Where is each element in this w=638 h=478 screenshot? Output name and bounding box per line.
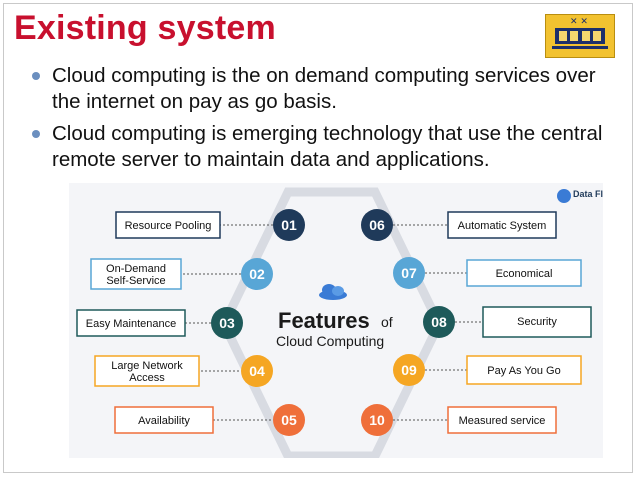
- feature-box-security: [482, 306, 592, 338]
- feature-number-badge: [393, 257, 425, 289]
- feature-box-resource-pooling: [115, 211, 221, 239]
- feature-number: 06: [369, 217, 385, 233]
- feature-label: Security: [517, 316, 557, 328]
- feature-number-badge: [273, 209, 305, 241]
- infographic-canvas: Data Flair Features of Cloud Computing R…: [76, 187, 603, 458]
- feature-box-availability: [114, 406, 214, 434]
- slide-title: Existing system: [14, 9, 276, 47]
- feature-number-badge: [241, 258, 273, 290]
- feature-number: 03: [219, 315, 235, 331]
- feature-number-badge: [361, 209, 393, 241]
- feature-label-line1: On-Demand: [106, 263, 166, 275]
- feature-number-badge: [211, 307, 243, 339]
- cloud-icon: [319, 284, 347, 300]
- feature-number: 01: [281, 217, 297, 233]
- bullet-item: Cloud computing is the on demand computi…: [32, 63, 612, 115]
- feature-label: Economical: [496, 268, 553, 280]
- slide-frame: [3, 3, 633, 473]
- feature-label: Availability: [138, 415, 190, 427]
- feature-label: Measured service: [459, 415, 546, 427]
- feature-number: 07: [401, 265, 417, 281]
- feature-box-on-demand: [90, 258, 182, 290]
- bullet-dot: [32, 130, 40, 138]
- feature-number: 08: [431, 314, 447, 330]
- heading-big: Features: [278, 308, 370, 333]
- logo-band: [552, 46, 608, 49]
- feature-box-automatic-system: [447, 211, 557, 239]
- feature-number-badge: [393, 354, 425, 386]
- crossed-tools-icon: ✕ ✕: [570, 17, 588, 27]
- feature-number-badge: [273, 404, 305, 436]
- heading-small: of: [381, 314, 393, 330]
- feature-box-measured-service: [447, 406, 557, 434]
- heading-sub: Cloud Computing: [276, 333, 384, 349]
- feature-label: Pay As You Go: [487, 365, 560, 377]
- feature-box-economical: [466, 259, 582, 287]
- bullet-item: Cloud computing is emerging technology t…: [32, 121, 612, 173]
- feature-label: Resource Pooling: [125, 220, 212, 232]
- feature-label: Automatic System: [458, 220, 547, 232]
- feature-number: 05: [281, 412, 297, 428]
- bullet-dot: [32, 72, 40, 80]
- bullet-list: Cloud computing is the on demand computi…: [32, 63, 612, 179]
- feature-number: 10: [369, 412, 385, 428]
- feature-number: 04: [249, 363, 265, 379]
- university-crest-icon: ✕ ✕: [545, 14, 615, 58]
- features-infographic: Data Flair Features of Cloud Computing R…: [69, 183, 603, 458]
- feature-box-pay-as-you-go: [466, 355, 582, 385]
- feature-box-large-network: [94, 355, 200, 387]
- feature-number: 09: [401, 362, 417, 378]
- data-flair-brand: Data Flair: [557, 189, 603, 203]
- feature-number: 02: [249, 266, 265, 282]
- feature-number-badge: [423, 306, 455, 338]
- brand-logo-icon: [557, 189, 571, 203]
- feature-label-line2: Access: [129, 372, 165, 384]
- logo-building: [555, 28, 605, 44]
- feature-label-line1: Large Network: [111, 360, 183, 372]
- feature-label-line2: Self-Service: [106, 275, 165, 287]
- brand-name: Data Flair: [573, 189, 603, 199]
- feature-number-badge: [361, 404, 393, 436]
- feature-box-easy-maintenance: [76, 309, 186, 337]
- feature-number-badge: [241, 355, 273, 387]
- feature-label: Easy Maintenance: [86, 318, 177, 330]
